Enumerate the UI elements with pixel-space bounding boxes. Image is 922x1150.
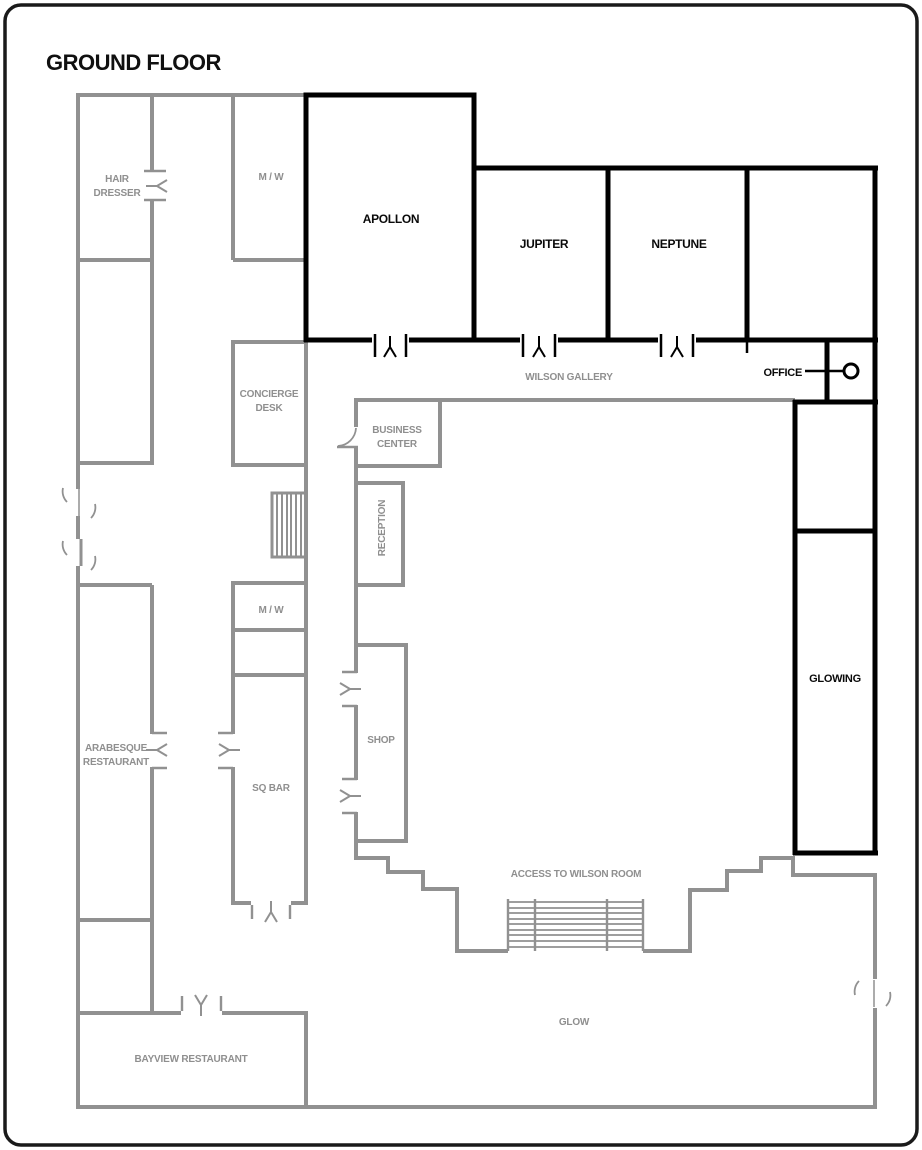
room-label-hair-dresser-line2: DRESSER (94, 188, 142, 199)
room-label-business-line2: CENTER (377, 439, 418, 450)
room-label-jupiter: JUPITER (520, 237, 569, 251)
neptune-door-frame (659, 334, 695, 357)
bayview-door-frame (180, 996, 223, 1011)
room-label-arabesque-line2: RESTAURANT (83, 757, 149, 768)
office-marker-icon (842, 362, 860, 380)
black-walls-layer (303, 92, 878, 856)
jupiter-door-swing-icon (532, 336, 546, 358)
wall-mw-mid-box (231, 581, 306, 734)
wall-business-center-box (356, 398, 442, 468)
staircase-grand-treads (508, 901, 643, 948)
gray-walls-layer (76, 93, 877, 1109)
wall-shop-box (356, 643, 408, 843)
bayview-door-swing-icon (194, 994, 208, 1016)
sqbar-side-door-swing-icon (218, 743, 240, 757)
room-label-mw-mid: M / W (258, 605, 284, 616)
wall-sqbar-left-lower (231, 767, 251, 905)
room-label-glowing: GLOWING (809, 673, 861, 685)
neptune-door-swing-icon (670, 336, 684, 358)
wall-bayview-top-right (222, 1011, 308, 1109)
room-label-office: OFFICE (763, 367, 802, 379)
room-label-apollon: APOLLON (363, 212, 420, 226)
hairdresser-door-swing-icon (146, 179, 168, 193)
area-label-glow: GLOW (559, 1017, 590, 1028)
business-center-swing-arc-icon (337, 427, 357, 447)
staircase-grand (506, 899, 645, 951)
page-border (3, 3, 919, 1147)
shop-door-swing-icon-2 (339, 789, 361, 803)
wall-steps-right (643, 856, 877, 953)
shop-door-swing-icon-1 (339, 682, 361, 696)
staircase-small (270, 491, 308, 559)
wall-apollon (303, 92, 477, 342)
room-label-neptune: NEPTUNE (651, 237, 707, 251)
staircase-small-hatch (276, 493, 302, 557)
area-label-access-wilson: ACCESS TO WILSON ROOM (511, 869, 642, 880)
gray-door-swing-icons (146, 179, 361, 1016)
staircase-grand-stringers (506, 899, 645, 951)
page-title: GROUND FLOOR (46, 50, 221, 75)
room-label-concierge-line2: DESK (256, 403, 284, 414)
black-door-frames (373, 334, 749, 357)
corridor-label-wilson-gallery: WILSON GALLERY (525, 372, 613, 383)
jupiter-door-frame (521, 334, 557, 357)
room-label-reception: RECEPTION (377, 500, 388, 557)
sqbar-bottom-door-frame (250, 905, 292, 919)
sqbar-side-door-frame (218, 731, 233, 770)
staircase-small-outline (270, 491, 308, 559)
wall-lobby-top (354, 398, 795, 427)
entrance-doors (61, 427, 892, 1007)
room-label-hair-dresser-line1: HAIR (105, 174, 130, 185)
black-door-swing-icons (383, 336, 684, 358)
wall-reception-box (356, 481, 405, 587)
room-label-mw-top: M / W (258, 172, 284, 183)
room-label-bayview: BAYVIEW RESTAURANT (134, 1054, 247, 1065)
right-entrance-swing-arcs-icon (853, 980, 892, 1007)
wall-steps-left (354, 812, 508, 953)
sqbar-bottom-door-swing-icon (264, 901, 278, 923)
room-label-sq-bar: SQ BAR (252, 783, 291, 794)
apollon-door-swing-icon (383, 336, 397, 358)
arabesque-door-frame (152, 731, 167, 770)
apollon-door-frame (373, 334, 408, 357)
room-label-shop: SHOP (367, 735, 395, 746)
left-entrance-swing-arcs-icon (61, 487, 97, 571)
room-label-business-line1: BUSINESS (372, 425, 422, 436)
shop-door-frame-1 (342, 670, 357, 708)
arabesque-door-swing-icon (146, 743, 168, 757)
shop-door-frame-2 (342, 777, 357, 815)
hairdresser-door-frame (144, 169, 166, 202)
office-callout (805, 362, 860, 380)
room-label-arabesque-line1: ARABESQUE (85, 743, 148, 754)
gray-door-frames (144, 169, 357, 1011)
wall-concierge-box (231, 340, 308, 467)
room-label-concierge-line1: CONCIERGE (240, 389, 299, 400)
